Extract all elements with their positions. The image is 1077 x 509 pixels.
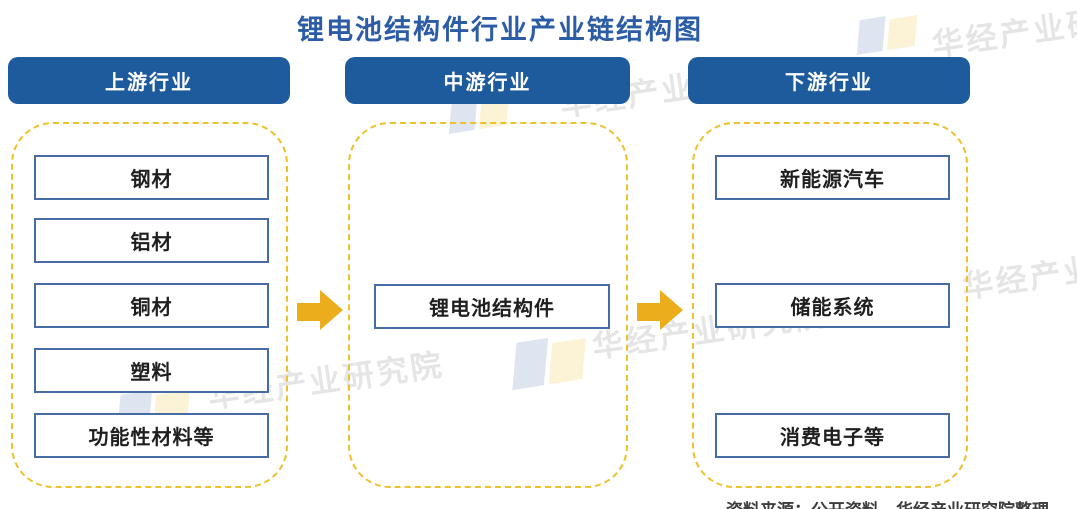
item-energy-storage: 储能系统 (715, 283, 950, 328)
upstream-group: 钢材 铝材 铜材 塑料 功能性材料等 (11, 122, 288, 488)
arrow-midstream-to-downstream-icon (637, 290, 683, 330)
downstream-group: 新能源汽车 储能系统 消费电子等 (692, 122, 968, 488)
item-consumer-electronics: 消费电子等 (715, 413, 950, 458)
source-caption: 资料来源：公开资料，华经产业研究院整理 (726, 496, 1049, 509)
huajing-text-watermark: 华经产业研究院 (959, 237, 1077, 305)
item-plastic: 塑料 (34, 348, 269, 393)
item-functional-materials: 功能性材料等 (34, 413, 269, 458)
header-midstream: 中游行业 (345, 57, 630, 104)
item-li-battery-structural-parts: 锂电池结构件 (374, 284, 610, 329)
item-aluminum: 铝材 (34, 218, 269, 263)
midstream-group: 锂电池结构件 (348, 122, 628, 488)
arrow-upstream-to-midstream-icon (297, 290, 343, 330)
header-upstream: 上游行业 (8, 57, 290, 104)
item-steel: 钢材 (34, 155, 269, 200)
item-copper: 铜材 (34, 283, 269, 328)
diagram-title: 锂电池结构件行业产业链结构图 (297, 15, 703, 45)
item-new-energy-vehicles: 新能源汽车 (715, 155, 950, 200)
header-downstream: 下游行业 (688, 57, 970, 104)
